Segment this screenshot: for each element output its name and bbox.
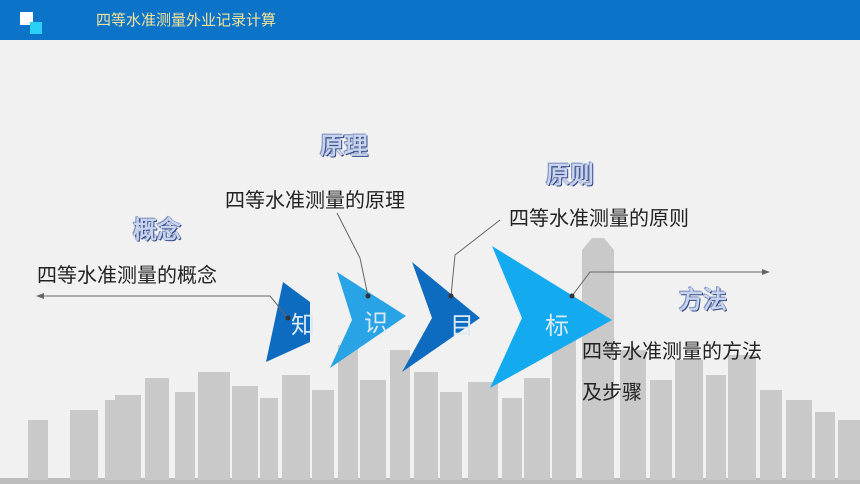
principle-heading: 原理 (320, 132, 368, 160)
arrow-char-3: 目 (450, 312, 474, 340)
method-heading: 方法 (679, 286, 727, 314)
rule-text: 四等水准测量的原则 (509, 206, 689, 230)
arrow-1 (266, 282, 310, 362)
leader-lines (36, 212, 770, 321)
page-title: 四等水准测量外业记录计算 (96, 11, 277, 29)
concept-text: 四等水准测量的概念 (37, 263, 217, 287)
arrow-4 (490, 246, 612, 388)
arrow-char-2: 识 (364, 309, 388, 337)
principle-text: 四等水准测量的原理 (225, 188, 405, 212)
logo-icon (20, 12, 42, 34)
method-text-line1: 四等水准测量的方法 (582, 339, 762, 363)
arrow-3 (402, 262, 480, 372)
arrow-2 (330, 272, 406, 368)
concept-heading: 概念 (133, 216, 181, 244)
arrow-char-1: 知 (291, 311, 315, 339)
rule-heading: 原则 (546, 161, 594, 189)
city-skyline (0, 238, 860, 484)
arrow-char-4: 标 (545, 312, 569, 340)
method-text-line2: 及步骤 (582, 380, 642, 404)
title-bar (0, 0, 860, 40)
